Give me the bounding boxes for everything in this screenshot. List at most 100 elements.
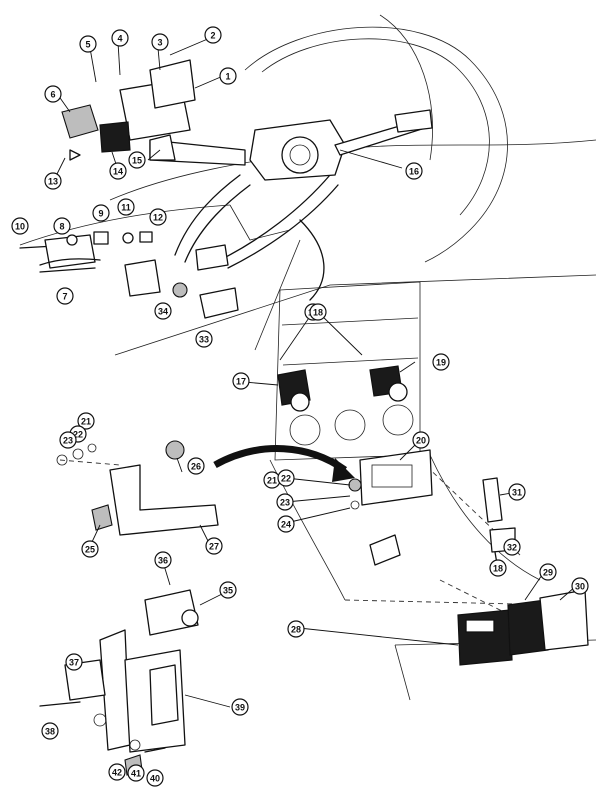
callout-16: 16 bbox=[405, 162, 423, 180]
callout-22: 22 bbox=[277, 469, 295, 487]
callout-6: 6 bbox=[44, 85, 62, 103]
callout-label: 29 bbox=[543, 568, 553, 578]
callout-20: 20 bbox=[412, 431, 430, 449]
background-sketch bbox=[19, 14, 596, 701]
callout-label: 18 bbox=[493, 564, 503, 574]
callout-label: 17 bbox=[236, 377, 246, 387]
callout-label: 31 bbox=[512, 488, 522, 498]
callout-18: 18 bbox=[309, 303, 327, 321]
callout-label: 39 bbox=[235, 703, 245, 713]
callout-19: 19 bbox=[432, 353, 450, 371]
callout-label: 18 bbox=[313, 308, 323, 318]
connector-parts bbox=[124, 244, 239, 319]
callout-label: 5 bbox=[85, 40, 90, 50]
callout-11: 11 bbox=[117, 198, 135, 216]
callout-30: 30 bbox=[571, 577, 589, 595]
callout-label: 13 bbox=[48, 177, 58, 187]
callout-39: 39 bbox=[231, 698, 249, 716]
callout-29: 29 bbox=[539, 563, 557, 581]
callout-label: 7 bbox=[62, 292, 67, 302]
callout-23: 23 bbox=[59, 431, 77, 449]
callout-label: 26 bbox=[191, 462, 201, 472]
callout-21: 21 bbox=[263, 471, 281, 489]
callout-27: 27 bbox=[205, 537, 223, 555]
callout-13: 13 bbox=[44, 172, 62, 190]
callout-label: 8 bbox=[59, 222, 64, 232]
callout-18: 18 bbox=[489, 559, 507, 577]
callout-15: 15 bbox=[128, 151, 146, 169]
callout-7: 7 bbox=[56, 287, 74, 305]
column-switch-assembly bbox=[61, 59, 433, 181]
mounting-hardware bbox=[19, 231, 153, 273]
callout-25: 25 bbox=[81, 540, 99, 558]
callout-41: 41 bbox=[127, 764, 145, 782]
callout-label: 16 bbox=[409, 167, 419, 177]
callout-label: 2 bbox=[210, 31, 215, 41]
callout-4: 4 bbox=[111, 29, 129, 47]
callout-31: 31 bbox=[508, 483, 526, 501]
callout-24: 24 bbox=[277, 515, 295, 533]
callout-label: 9 bbox=[98, 209, 103, 219]
callout-label: 35 bbox=[223, 586, 233, 596]
callout-36: 36 bbox=[154, 551, 172, 569]
callouts: 1234567891011121314151617181818192021212… bbox=[11, 26, 589, 787]
callout-label: 22 bbox=[281, 474, 291, 484]
callout-label: 27 bbox=[209, 542, 219, 552]
callout-label: 19 bbox=[436, 358, 446, 368]
callout-9: 9 bbox=[92, 204, 110, 222]
mounting-bracket bbox=[56, 440, 219, 536]
callout-2: 2 bbox=[204, 26, 222, 44]
callout-label: 4 bbox=[117, 34, 122, 44]
callout-label: 25 bbox=[85, 545, 95, 555]
callout-label: 21 bbox=[81, 417, 91, 427]
callout-1: 1 bbox=[219, 67, 237, 85]
callout-label: 33 bbox=[199, 335, 209, 345]
callout-3: 3 bbox=[151, 33, 169, 51]
callout-38: 38 bbox=[41, 722, 59, 740]
callout-label: 34 bbox=[158, 307, 168, 317]
callout-35: 35 bbox=[219, 581, 237, 599]
callout-label: 3 bbox=[157, 38, 162, 48]
callout-label: 14 bbox=[113, 167, 123, 177]
callout-label: 12 bbox=[153, 213, 163, 223]
callout-label: 23 bbox=[280, 498, 290, 508]
callout-label: 40 bbox=[150, 774, 160, 784]
callout-label: 28 bbox=[291, 625, 301, 635]
callout-label: 38 bbox=[45, 727, 55, 737]
callout-40: 40 bbox=[146, 769, 164, 787]
callout-label: 23 bbox=[63, 436, 73, 446]
callout-label: 22 bbox=[73, 430, 83, 440]
relay-units bbox=[457, 589, 589, 666]
callout-10: 10 bbox=[11, 217, 29, 235]
callout-5: 5 bbox=[79, 35, 97, 53]
callout-37: 37 bbox=[65, 653, 83, 671]
callout-label: 37 bbox=[69, 658, 79, 668]
callout-21: 21 bbox=[77, 412, 95, 430]
callout-label: 1 bbox=[225, 72, 230, 82]
callout-label: 30 bbox=[575, 582, 585, 592]
callout-14: 14 bbox=[109, 162, 127, 180]
callout-12: 12 bbox=[149, 208, 167, 226]
instrument-panel-part bbox=[348, 449, 433, 566]
callout-label: 41 bbox=[131, 769, 141, 779]
callout-label: 20 bbox=[416, 436, 426, 446]
callout-label: 6 bbox=[50, 90, 55, 100]
callout-label: 10 bbox=[15, 222, 25, 232]
callout-label: 21 bbox=[267, 476, 277, 486]
callout-label: 42 bbox=[112, 768, 122, 778]
callout-33: 33 bbox=[195, 330, 213, 348]
callout-34: 34 bbox=[154, 302, 172, 320]
callout-32: 32 bbox=[503, 538, 521, 556]
callout-26: 26 bbox=[187, 457, 205, 475]
callout-label: 15 bbox=[132, 156, 142, 166]
callout-23: 23 bbox=[276, 493, 294, 511]
callout-label: 24 bbox=[281, 520, 291, 530]
callout-label: 32 bbox=[507, 543, 517, 553]
callout-label: 11 bbox=[121, 203, 131, 213]
callout-label: 36 bbox=[158, 556, 168, 566]
rocker-switches bbox=[277, 365, 408, 412]
callout-8: 8 bbox=[53, 217, 71, 235]
callout-28: 28 bbox=[287, 620, 305, 638]
callout-17: 17 bbox=[232, 372, 250, 390]
